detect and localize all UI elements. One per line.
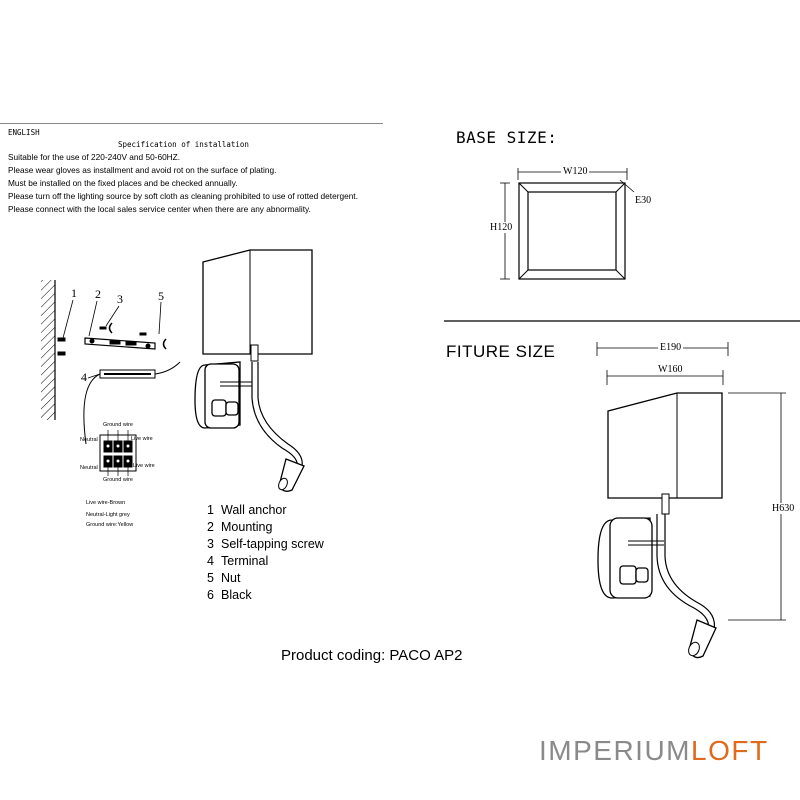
callout-leaders (62, 299, 162, 379)
callout-1: 1 (71, 286, 77, 300)
screw-icon (99, 322, 167, 350)
wiring-diagram (99, 430, 137, 476)
spec-line: Please wear gloves as installment and av… (8, 165, 277, 175)
spec-line: Please turn off the lighting source by s… (8, 191, 358, 201)
mounting-bar-icon (84, 337, 156, 350)
fixture-width-label: W160 (656, 364, 685, 375)
base-size-drawing (500, 168, 635, 280)
wiring-label-neutral-left: Neutral (80, 437, 98, 443)
brand-part-2: LOFT (691, 735, 769, 766)
wiring-label-neutral-bottom: Neutral (80, 465, 98, 471)
spec-line: Please connect with the local sales serv… (8, 204, 311, 214)
wire-color-live: Live wire-Brown (86, 500, 126, 506)
wiring-label-ground-top: Ground wire (103, 422, 133, 428)
wiring-label-ground-bottom: Ground wire (103, 477, 133, 483)
terminal-icon (83, 361, 181, 445)
product-coding: Product coding: PACO AP2 (281, 647, 463, 664)
base-size-title: BASE SIZE: (456, 128, 558, 147)
callout-5: 5 (158, 289, 164, 303)
wire-color-neutral: Neutral-Light grey (86, 512, 130, 518)
spec-top-rule (0, 123, 383, 124)
callout-2: 2 (95, 287, 101, 301)
spec-heading: Specification of installation (118, 140, 249, 149)
brand-logo: IMPERIUMLOFT (539, 735, 769, 767)
brand-part-1: IMPERIUM (539, 735, 691, 766)
wall-hatching (41, 280, 56, 420)
wiring-label-live-bottom: Live wire (133, 463, 155, 469)
spec-language: ENGLISH (8, 128, 40, 137)
base-width-label: W120 (561, 166, 590, 177)
base-depth-label: E30 (635, 195, 652, 206)
wall-anchor-icon (57, 337, 66, 356)
callout-3: 3 (117, 292, 123, 306)
fixture-depth-label: E190 (658, 342, 684, 353)
base-height-label: H120 (490, 222, 513, 233)
wire-color-ground: Ground wire:Yellow (86, 522, 134, 528)
wiring-label-live-right: Live wire (131, 436, 153, 442)
fixture-size-title: FITURE SIZE (446, 342, 556, 361)
fixture-height-label: H630 (772, 503, 795, 514)
lamp-installed-drawing (194, 249, 313, 492)
fixture-size-drawing (597, 392, 723, 659)
spec-line: Suitable for the use of 220-240V and 50-… (8, 152, 181, 162)
callout-4: 4 (81, 370, 87, 384)
spec-line: Must be installed on the fixed places an… (8, 178, 238, 188)
